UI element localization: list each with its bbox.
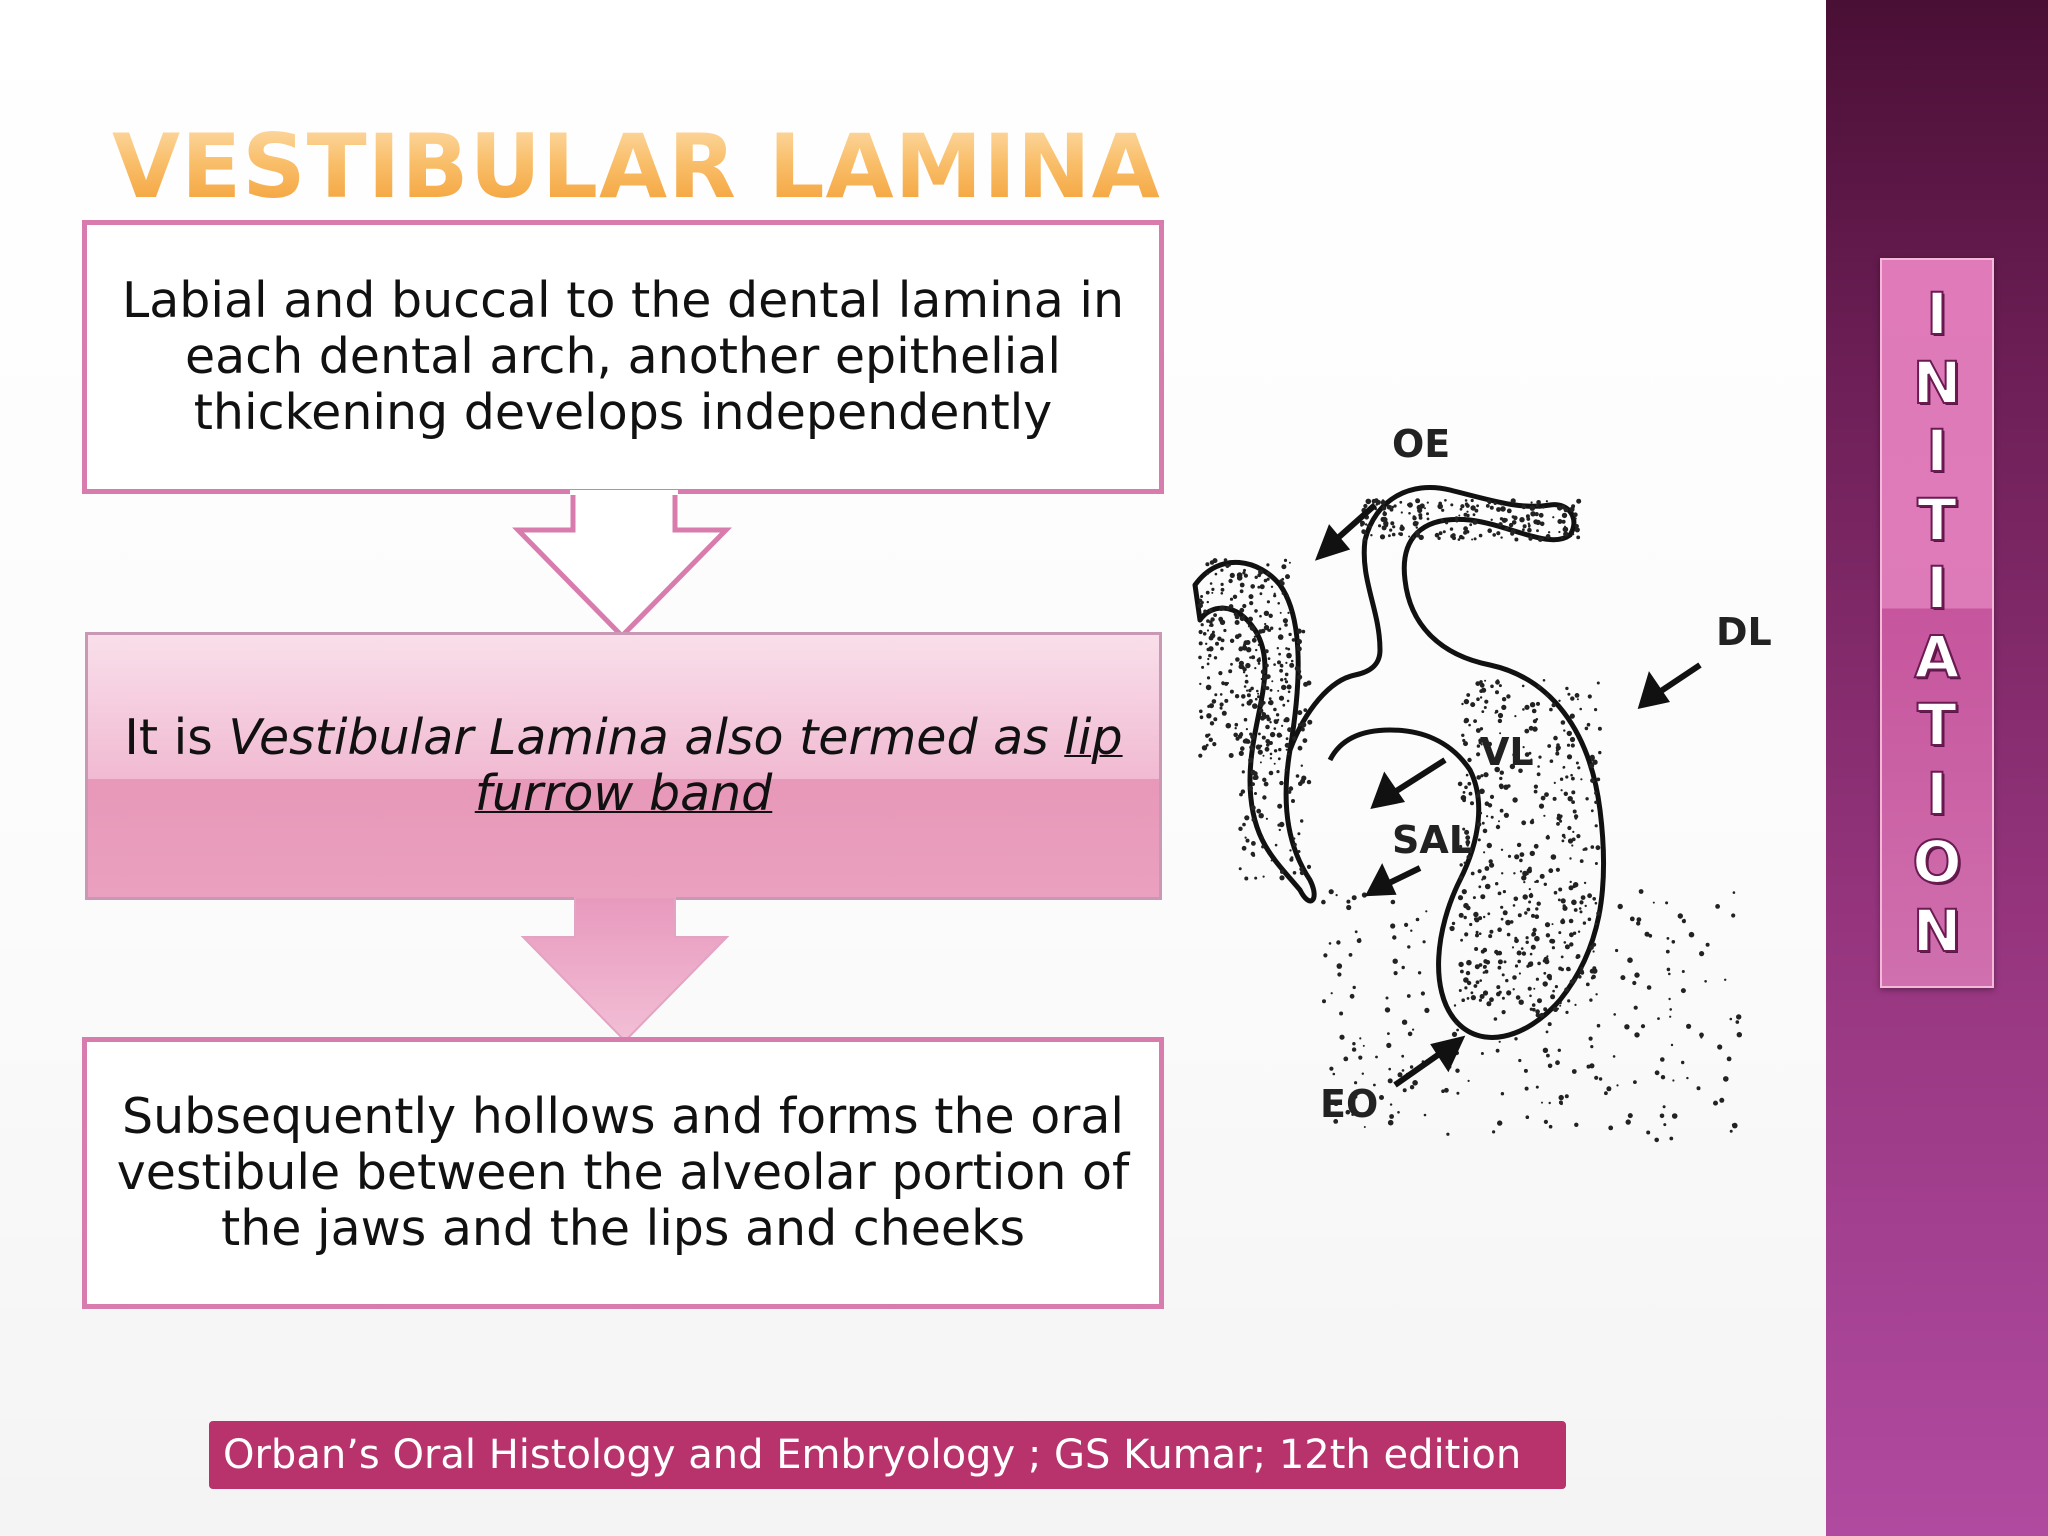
flow-box-2-italic: Vestibular Lamina also termed as xyxy=(228,709,1065,766)
side-tab-letter: O xyxy=(1911,827,1962,897)
stipple-dots xyxy=(1197,498,1742,1143)
flow-box-2-underlined: lip furrow band xyxy=(474,709,1123,822)
flow-box-2: It is Vestibular Lamina also termed as l… xyxy=(85,632,1162,900)
flow-box-3: Subsequently hollows and forms the oral … xyxy=(82,1037,1164,1309)
illustration-drawing xyxy=(1192,484,1742,1143)
side-tab-letter: I xyxy=(1925,553,1949,623)
flow-box-1-text: Labial and buccal to the dental lamina i… xyxy=(121,272,1125,441)
label-dl: DL xyxy=(1716,610,1772,654)
side-tab-letter: A xyxy=(1914,622,1961,692)
side-tab-letter: N xyxy=(1912,348,1963,418)
citation-bar: Orban’s Oral Histology and Embryology ; … xyxy=(209,1421,1566,1489)
label-vl: VL xyxy=(1480,730,1534,774)
side-tab-letter: I xyxy=(1925,759,1949,829)
side-tab-letter: T xyxy=(1916,690,1958,760)
label-eo: EO xyxy=(1320,1082,1379,1126)
filled-down-arrow xyxy=(520,897,730,1043)
side-tab-letter: N xyxy=(1912,896,1963,966)
side-tab-letter: T xyxy=(1916,485,1958,555)
slide-title: VESTIBULAR LAMINA xyxy=(112,112,1161,222)
side-tab-letter: I xyxy=(1925,416,1949,486)
label-oe: OE xyxy=(1392,422,1451,466)
flow-box-3-text: Subsequently hollows and forms the oral … xyxy=(116,1088,1130,1257)
citation-text: Orban’s Oral Histology and Embryology ; … xyxy=(223,1432,1522,1478)
flow-box-2-prefix: It is xyxy=(124,709,229,766)
side-tab-letter: I xyxy=(1925,279,1949,349)
hollow-down-arrow xyxy=(512,490,732,640)
label-sal: SAL xyxy=(1392,818,1473,862)
flow-box-2-text: It is Vestibular Lamina also termed as l… xyxy=(116,710,1131,822)
pointer-arrows xyxy=(1314,502,1702,1088)
flow-box-1: Labial and buccal to the dental lamina i… xyxy=(82,220,1164,494)
dental-lamina-illustration: OE DL VL SAL EO xyxy=(1180,410,1780,1150)
